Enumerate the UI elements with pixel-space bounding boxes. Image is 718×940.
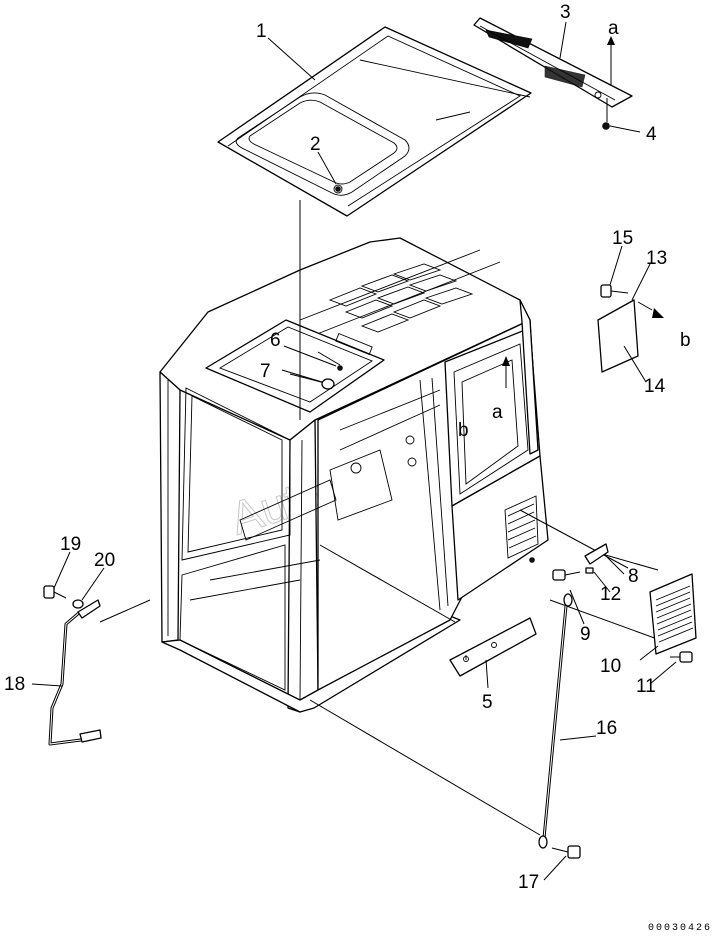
callout-10: 10: [600, 656, 621, 677]
bolt-17: [551, 845, 581, 859]
callout-leaders: [31, 21, 677, 881]
bolt-11: [670, 651, 693, 663]
callout-1: 1: [256, 21, 267, 42]
callout-17: 17: [518, 872, 539, 893]
nut-4: [602, 122, 610, 130]
callout-18: 18: [4, 674, 25, 695]
view-letters: a a b b: [458, 18, 691, 441]
bolt-12: [585, 567, 594, 574]
callout-4: 4: [646, 124, 657, 145]
callout-20: 20: [94, 550, 115, 571]
callout-6: 6: [270, 330, 281, 351]
callout-2: 2: [310, 134, 321, 155]
callout-12: 12: [600, 584, 621, 605]
callout-7: 7: [260, 361, 271, 382]
callout-8: 8: [628, 566, 639, 587]
callout-13: 13: [646, 248, 667, 269]
roof-panel: [217, 26, 532, 217]
leader-lines: [99, 200, 661, 836]
view-letter-b-right: b: [680, 330, 691, 351]
callout-3: 3: [560, 2, 571, 23]
grab-rod-18: [48, 599, 102, 746]
reference-code: 00030426: [647, 923, 712, 934]
view-letter-b-door: b: [458, 420, 469, 441]
callout-16: 16: [596, 718, 617, 739]
roof-trim-strip: [473, 17, 633, 108]
stay-rod-16: [538, 593, 573, 849]
callout-labels: 1 2 3 4 5 6 7 8 9 10 11 12 13 14 15 16 1…: [4, 2, 667, 893]
view-letter-a-door: a: [492, 402, 503, 423]
plug-7: [321, 378, 335, 390]
bracket-8: [584, 543, 609, 565]
callout-19: 19: [60, 534, 81, 555]
vent-grille-10: [649, 573, 697, 655]
callout-11: 11: [636, 676, 656, 697]
cover-plate-14: [597, 299, 639, 373]
step-plate-5: [449, 617, 537, 677]
callout-9: 9: [580, 624, 591, 645]
washer-6: [337, 365, 343, 371]
bolt-15: [600, 284, 629, 298]
bolt-9: [552, 569, 581, 581]
callout-14: 14: [644, 376, 666, 397]
view-letter-a-top: a: [608, 18, 619, 39]
bolt-19: [43, 585, 67, 599]
callout-15: 15: [612, 228, 633, 249]
cab-frame: [159, 237, 549, 713]
roof-grommet: [335, 186, 341, 192]
washer-20: [72, 599, 84, 609]
callout-5: 5: [482, 692, 493, 713]
